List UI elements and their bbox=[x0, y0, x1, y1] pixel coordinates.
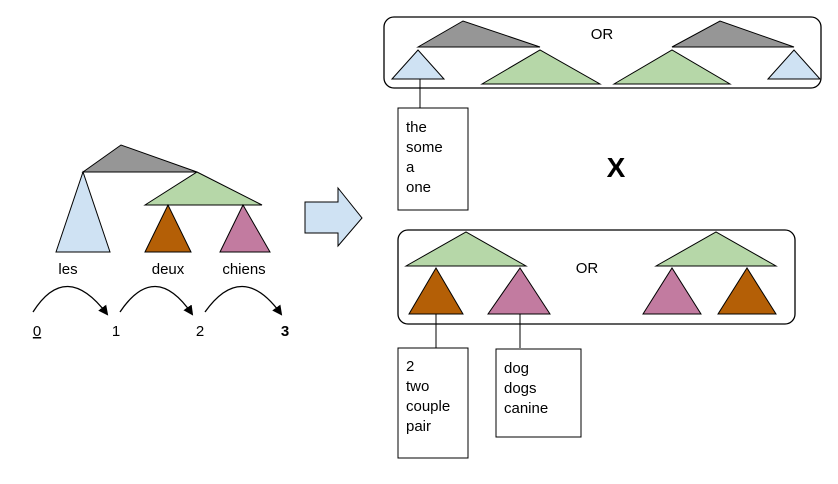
source-word: chiens bbox=[222, 261, 265, 278]
synonym: some bbox=[406, 139, 443, 156]
bottom-left-synonym-box bbox=[397, 347, 469, 459]
top-left-np-green bbox=[480, 49, 602, 85]
position-label: 1 bbox=[112, 323, 120, 340]
top-left-root-gray bbox=[416, 20, 541, 48]
synonym: pair bbox=[406, 418, 431, 435]
top-right-det-blue bbox=[766, 49, 822, 80]
bottom-right-num-brown bbox=[717, 267, 777, 315]
right-block-arrow-icon bbox=[304, 186, 363, 248]
top-or-label: OR bbox=[591, 26, 614, 43]
synonym: two bbox=[406, 378, 429, 395]
chiens-subtree-pink bbox=[219, 203, 271, 253]
synonym: a bbox=[406, 159, 415, 176]
top-synonym-box bbox=[397, 107, 469, 211]
les-subtree-blue bbox=[55, 170, 111, 253]
synonym: canine bbox=[504, 400, 548, 417]
source-word: deux bbox=[152, 261, 185, 278]
top-left-det-blue bbox=[390, 49, 446, 80]
synonym: one bbox=[406, 179, 431, 196]
synonym: 2 bbox=[406, 358, 414, 375]
source-tree bbox=[55, 144, 271, 253]
bottom-right-noun-pink bbox=[642, 267, 702, 315]
deux-subtree-brown bbox=[144, 203, 192, 253]
bottom-group: OR 2 two couple pair dog dogs canine bbox=[397, 229, 796, 459]
source-words: les deux chiens bbox=[58, 261, 265, 278]
positions: 0 1 2 3 bbox=[33, 323, 289, 340]
top-group: OR the some a one bbox=[383, 16, 822, 211]
curved-arrow-icon bbox=[119, 285, 194, 316]
position-label: 2 bbox=[196, 323, 204, 340]
top-right-np-green bbox=[612, 49, 732, 85]
source-word: les bbox=[58, 261, 77, 278]
synonym: couple bbox=[406, 398, 450, 415]
synonym: the bbox=[406, 119, 427, 136]
bottom-left-noun-pink bbox=[487, 267, 551, 315]
np-node-green bbox=[143, 171, 263, 206]
top-right-root-gray bbox=[671, 20, 795, 48]
cross-product-operator: X bbox=[607, 152, 626, 183]
bottom-right-synonym-box bbox=[495, 348, 582, 438]
bottom-right-root-green bbox=[654, 231, 778, 267]
bottom-or-label: OR bbox=[576, 260, 599, 277]
bottom-left-root-green bbox=[404, 231, 528, 267]
curved-arrow-icon bbox=[32, 285, 109, 316]
synonym: dog bbox=[504, 360, 529, 377]
position-start: 0 bbox=[33, 323, 41, 340]
hop-arrows bbox=[32, 285, 283, 316]
position-end: 3 bbox=[281, 323, 289, 340]
curved-arrow-icon bbox=[204, 285, 283, 316]
root-node-gray bbox=[81, 144, 198, 173]
synonym: dogs bbox=[504, 380, 537, 397]
